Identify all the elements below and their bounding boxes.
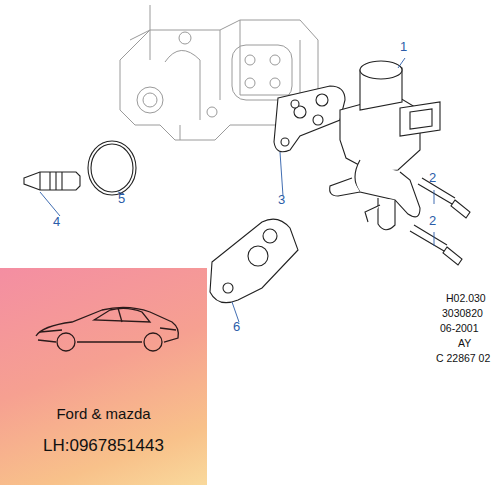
- drawing-code: C 22867 02: [436, 353, 490, 364]
- drawing-code: 3030820: [442, 308, 483, 319]
- watermark-panel: Ford & mazdaLH:0967851443: [0, 268, 207, 485]
- callout-number: 2: [429, 171, 436, 184]
- drawing-code: AY: [458, 338, 471, 349]
- callout-number: 5: [118, 192, 125, 205]
- phone-text: LH:0967851443: [0, 436, 207, 456]
- callout-number: 3: [278, 193, 285, 206]
- drawing-code: 06-2001: [440, 323, 479, 334]
- callout-number: 2: [429, 214, 436, 227]
- callout-number: 1: [400, 40, 407, 53]
- callout-number: 6: [233, 320, 240, 333]
- brand-text: Ford & mazda: [0, 405, 207, 422]
- car-icon: [32, 298, 182, 358]
- drawing-code: H02.030: [446, 293, 486, 304]
- callout-number: 4: [53, 215, 60, 228]
